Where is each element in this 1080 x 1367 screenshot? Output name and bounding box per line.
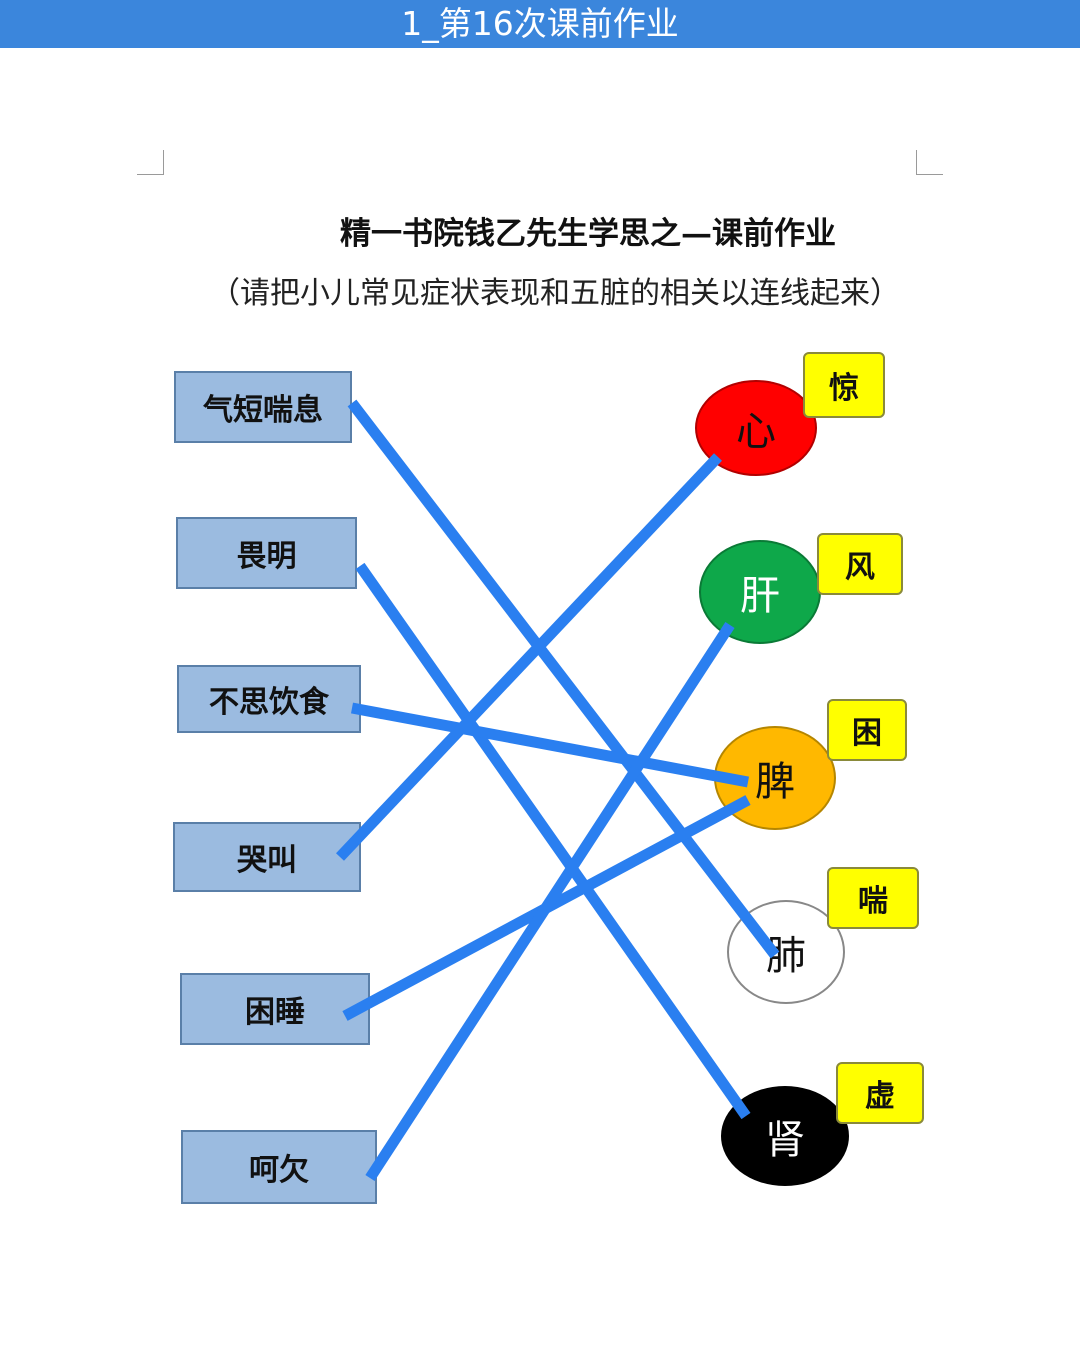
document-title: 精一书院钱乙先生学思之—课前作业	[340, 216, 836, 252]
organ-tag: 惊	[803, 352, 885, 418]
tag-label: 风	[845, 550, 875, 585]
organ-kidney: 肾	[721, 1086, 849, 1186]
window-title: 1_第16次课前作业	[401, 4, 679, 43]
organ-heart: 心	[695, 380, 817, 476]
crop-mark-top-right	[916, 150, 943, 175]
organ-label: 肺	[766, 933, 806, 979]
symptom-box: 呵欠	[181, 1130, 377, 1204]
symptom-box: 气短喘息	[174, 371, 352, 443]
symptom-box: 畏明	[176, 517, 357, 589]
tag-label: 喘	[858, 884, 888, 919]
crop-mark-top-left	[137, 150, 164, 175]
symptom-box: 困睡	[180, 973, 370, 1045]
symptom-label: 困睡	[245, 995, 305, 1030]
symptom-label: 呵欠	[249, 1153, 309, 1188]
tag-label: 虚	[865, 1079, 895, 1114]
symptom-label: 畏明	[236, 539, 297, 574]
document-subtitle: （请把小儿常见症状表现和五脏的相关以连线起来）	[210, 276, 900, 311]
organ-tag: 虚	[836, 1062, 924, 1124]
symptom-label: 哭叫	[237, 843, 297, 878]
symptom-label: 不思饮食	[209, 685, 329, 720]
tag-label: 惊	[829, 371, 859, 406]
organ-spleen: 脾	[714, 726, 836, 830]
window-title-bar: 1_第16次课前作业	[0, 0, 1080, 48]
organ-label: 肝	[740, 573, 780, 619]
organ-liver: 肝	[699, 540, 821, 644]
organ-tag: 风	[817, 533, 903, 595]
symptom-box: 哭叫	[173, 822, 361, 892]
symptom-box: 不思饮食	[177, 665, 361, 733]
organ-label: 心	[736, 409, 776, 455]
organ-label: 脾	[755, 759, 795, 805]
organ-label: 肾	[765, 1117, 805, 1163]
symptom-label: 气短喘息	[203, 393, 323, 428]
organ-tag: 困	[827, 699, 907, 761]
tag-label: 困	[852, 716, 882, 751]
organ-tag: 喘	[827, 867, 919, 929]
